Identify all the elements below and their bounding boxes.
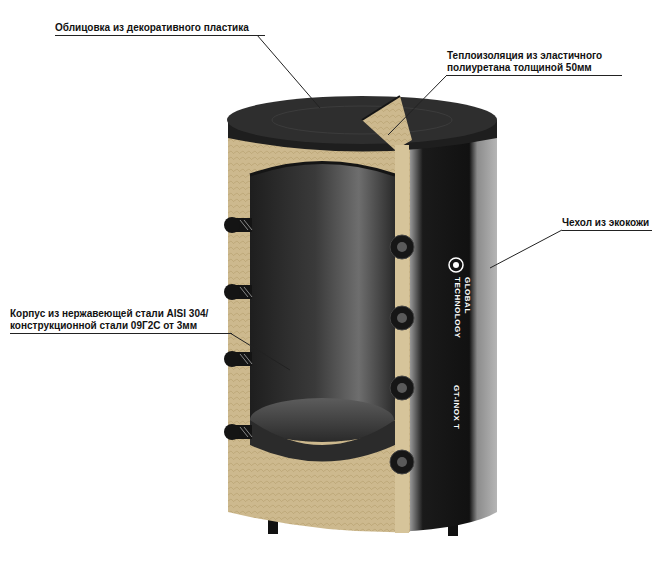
callout-label: Корпус из нержавеющей стали AISI 304/ ко… — [10, 308, 232, 334]
brand-text: GLOBAL TECHNOLOGY — [452, 277, 472, 343]
callout-label: Теплоизоляция из эластичного полиуретана… — [447, 50, 622, 76]
model-text: GT-INOX T — [451, 385, 461, 455]
callout-label: Облицовка из декоративного пластика — [55, 22, 265, 36]
callout-label: Чехол из экокожи — [562, 217, 652, 231]
